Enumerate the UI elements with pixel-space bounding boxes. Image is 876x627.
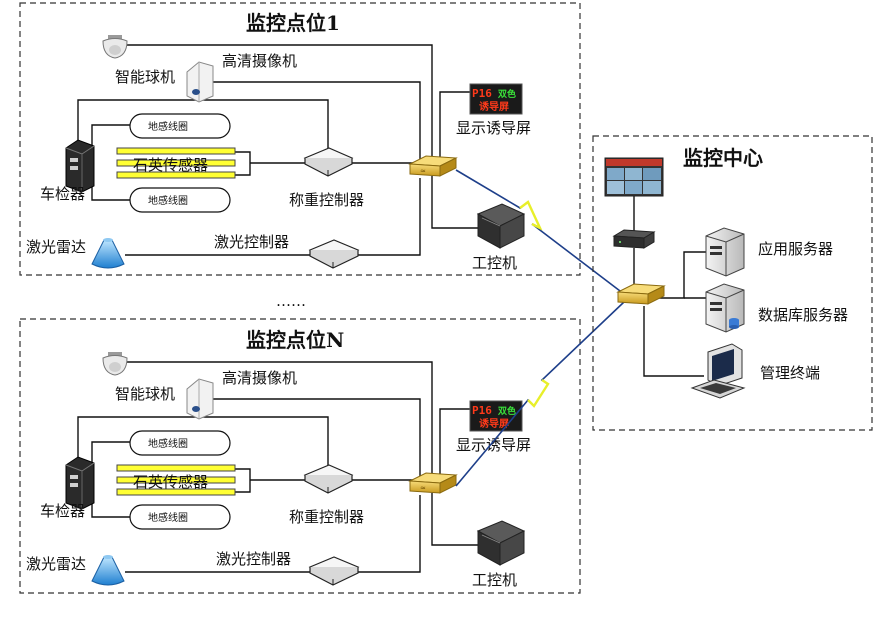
site-n-hd-camera-label: 高清摄像机: [222, 369, 297, 387]
site-1-dome-camera-label: 智能球机: [115, 68, 175, 86]
site-n-screen-text-2: 诱导屏: [479, 417, 509, 430]
site-n-loop-top-label: 地感线圈: [148, 437, 188, 450]
site-1-hd-camera-label: 高清摄像机: [222, 52, 297, 70]
management-terminal-icon: [690, 343, 746, 399]
site-n-weigh-controller-label: 称重控制器: [289, 508, 364, 526]
site-n-screen-text-1: P16: [472, 404, 492, 417]
site-1-laser-radar-label: 激光雷达: [26, 238, 86, 256]
db-server-icon: [705, 283, 745, 333]
site-1-display-screen-label: 显示诱导屏: [456, 119, 531, 137]
site-n-title: 监控点位N: [246, 328, 344, 352]
site-n-loop-bottom-label: 地感线圈: [148, 511, 188, 524]
site-1-screen-text-1: P16: [472, 87, 492, 100]
db-server-label: 数据库服务器: [758, 306, 848, 324]
site-n-vehicle-detector-label: 车检器: [40, 502, 85, 520]
wireless-links: [455, 169, 625, 487]
app-server-icon: [705, 227, 745, 277]
more-sites-ellipsis: ……: [276, 292, 306, 310]
monitoring-center: 监控中心: [592, 135, 873, 431]
app-server-label: 应用服务器: [758, 240, 833, 258]
center-title: 监控中心: [683, 146, 763, 170]
site-1-quartz-sensor-label: 石英传感器: [133, 156, 208, 174]
site-n-dome-camera-label: 智能球机: [115, 385, 175, 403]
site-1-ipc-label: 工控机: [472, 254, 517, 272]
site-1-screen-text-2: 诱导屏: [479, 100, 509, 113]
site-1-loop-bottom-label: 地感线圈: [148, 194, 188, 207]
terminal-label: 管理终端: [760, 364, 820, 382]
site-1-vehicle-detector-label: 车检器: [40, 185, 85, 203]
site-n-screen-text-1b: 双色: [498, 405, 516, 417]
site-n-laser-controller-label: 激光控制器: [216, 550, 291, 568]
site-n-ipc-label: 工控机: [472, 571, 517, 589]
site-1-title: 监控点位1: [246, 11, 340, 35]
site-n-quartz-sensor-label: 石英传感器: [133, 473, 208, 491]
decoder-icon: [612, 229, 656, 249]
site-1-boundary: [19, 2, 581, 276]
site-1-screen-text-1b: 双色: [498, 88, 516, 100]
site-n-laser-radar-label: 激光雷达: [26, 555, 86, 573]
core-switch-icon: [616, 283, 666, 305]
site-1-loop-top-label: 地感线圈: [148, 120, 188, 133]
monitoring-site-1: 监控点位1 智能球机 高清摄像机 地感线圈 石英传感器 地感线圈 车检器 称重控…: [19, 2, 581, 276]
center-boundary: [592, 135, 873, 431]
site-n-display-screen-label: 显示诱导屏: [456, 436, 531, 454]
site-n-boundary: [19, 318, 581, 594]
site-1-weigh-controller-label: 称重控制器: [289, 191, 364, 209]
monitoring-site-n: 监控点位N 智能球机 高清摄像机 地感线圈 石英传感器 地感线圈 车检器 称重控…: [19, 318, 581, 594]
site-1-laser-controller-label: 激光控制器: [214, 233, 289, 251]
video-wall-icon: [604, 157, 664, 197]
